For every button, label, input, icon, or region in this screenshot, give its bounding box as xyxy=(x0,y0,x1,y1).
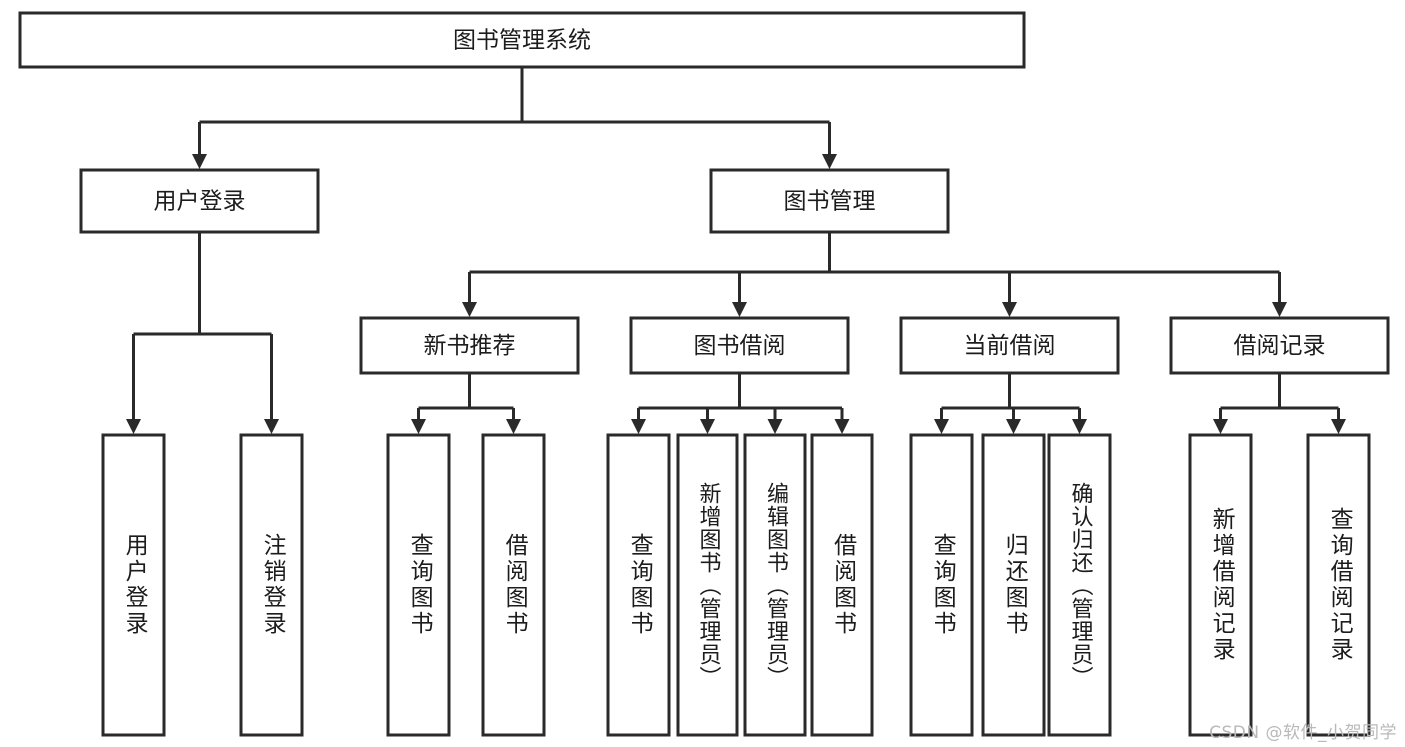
node-label: 借阅记录 xyxy=(1234,333,1326,359)
leaf-node-1[interactable] xyxy=(239,433,304,737)
leaf-node-2[interactable] xyxy=(386,433,451,737)
connector-layer xyxy=(126,67,1346,434)
leaf-node-3[interactable] xyxy=(481,433,546,737)
root-node-图书管理系统[interactable]: 图书管理系统 xyxy=(18,11,1026,69)
arrow-head-icon xyxy=(934,419,949,434)
node-label: 当前借阅 xyxy=(964,333,1056,359)
node-label: 用户登录 xyxy=(154,189,246,215)
node-label: 图书借阅 xyxy=(694,333,786,359)
leaf-node-10[interactable] xyxy=(1047,433,1112,737)
node-label: 图书管理系统 xyxy=(453,28,591,54)
arrow-head-icon xyxy=(411,419,426,434)
arrow-head-icon xyxy=(732,302,747,317)
leaf-node-11[interactable] xyxy=(1188,433,1253,737)
node-label: 新书推荐 xyxy=(424,333,516,359)
leaf-node-4[interactable] xyxy=(606,433,671,737)
level3-node-新书推荐[interactable]: 新书推荐 xyxy=(359,316,580,375)
arrow-head-icon xyxy=(264,419,279,434)
arrow-head-icon xyxy=(1272,302,1287,317)
leaf-node-9[interactable] xyxy=(981,433,1046,737)
arrow-head-icon xyxy=(1331,419,1346,434)
arrow-head-icon xyxy=(631,419,646,434)
arrow-head-icon xyxy=(822,154,837,169)
arrow-head-icon xyxy=(1072,419,1087,434)
arrow-head-icon xyxy=(126,419,141,434)
arrow-head-icon xyxy=(1213,419,1228,434)
leaf-node-6[interactable] xyxy=(743,433,807,737)
arrow-head-icon xyxy=(192,154,207,169)
level2-node-用户登录[interactable]: 用户登录 xyxy=(79,168,320,234)
arrow-head-icon xyxy=(462,302,477,317)
level3-node-借阅记录[interactable]: 借阅记录 xyxy=(1169,316,1390,375)
leaf-node-12[interactable] xyxy=(1306,433,1371,737)
level3-node-当前借阅[interactable]: 当前借阅 xyxy=(899,316,1120,375)
leaf-node-0[interactable] xyxy=(101,433,166,737)
leaf-node-5[interactable] xyxy=(676,433,739,737)
arrow-head-icon xyxy=(1002,302,1017,317)
leaf-node-7[interactable] xyxy=(810,433,874,737)
arrow-head-icon xyxy=(767,419,783,434)
arrow-head-icon xyxy=(1006,419,1021,434)
arrow-head-icon xyxy=(834,419,850,434)
leaf-node-8[interactable] xyxy=(909,433,974,737)
watermark-text: CSDN @软件_小贺同学 xyxy=(1209,723,1397,743)
node-label: 图书管理 xyxy=(784,189,876,215)
level2-node-图书管理[interactable]: 图书管理 xyxy=(709,168,950,234)
arrow-head-icon xyxy=(700,419,715,434)
level3-node-图书借阅[interactable]: 图书借阅 xyxy=(629,316,850,375)
arrow-head-icon xyxy=(506,419,521,434)
